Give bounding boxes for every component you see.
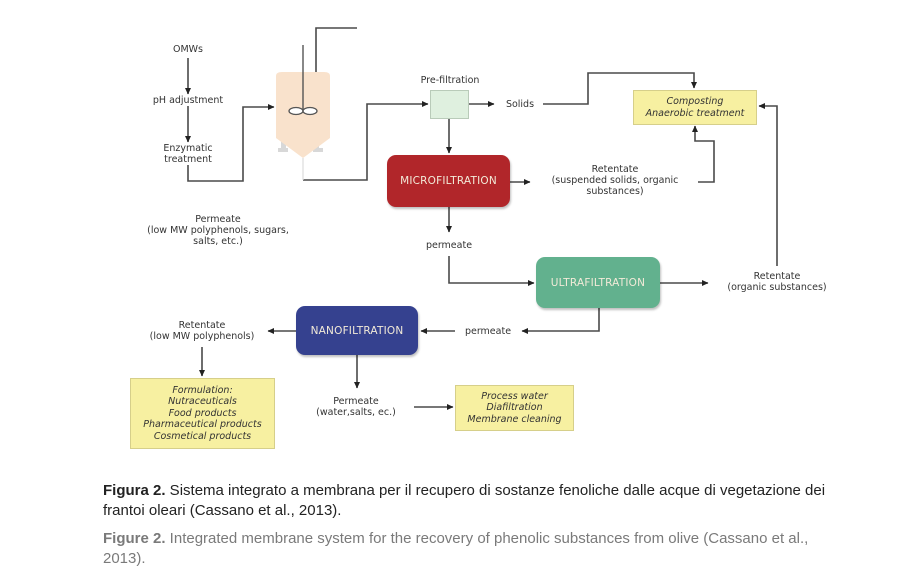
arrow-enzymatic-to-tank: [187, 104, 275, 182]
label-prefiltration: Pre-filtration: [420, 75, 480, 86]
label-side-permeate: Permeate (low MW polyphenols, sugars, sa…: [147, 214, 289, 247]
formulation-box: Formulation: Nutraceuticals Food product…: [130, 378, 275, 449]
arrow-uf-retentate-to-composting: [758, 103, 778, 266]
caption-english-label: Figure 2.: [103, 530, 166, 547]
prefiltration-unit: [430, 90, 469, 119]
caption-italian-text: Sistema integrato a membrana per il recu…: [103, 482, 826, 519]
stirred-tank-icon: [276, 45, 330, 180]
arrow-uf-to-permeate: [521, 308, 600, 334]
arrow-permeate-to-uf: [448, 256, 535, 286]
label-nf-retentate: Retentate (low MW polyphenols): [149, 320, 255, 342]
label-ph-adjustment: pH adjustment: [152, 95, 224, 106]
arrow-mf-retentate-to-composting: [692, 125, 715, 183]
label-uf-permeate: permeate: [464, 326, 512, 337]
caption-italian: Figura 2. Sistema integrato a membrana p…: [103, 481, 843, 521]
nanofiltration-unit: NANOFILTRATION: [296, 306, 418, 355]
ultrafiltration-unit: ULTRAFILTRATION: [536, 257, 660, 308]
label-omws: OMWs: [172, 44, 204, 55]
caption-english: Figure 2. Integrated membrane system for…: [103, 529, 843, 569]
label-mf-permeate: permeate: [425, 240, 473, 251]
label-uf-retentate: Retentate (organic substances): [727, 271, 827, 293]
microfiltration-unit: MICROFILTRATION: [387, 155, 510, 207]
arrow-feed-into-tank: [313, 27, 357, 87]
composting-box: Composting Anaerobic treatment: [633, 90, 757, 125]
process-water-box: Process water Diafiltration Membrane cle…: [455, 385, 574, 431]
arrow-solids-to-composting: [543, 72, 697, 105]
label-enzymatic-treatment: Enzymatic treatment: [163, 143, 213, 165]
membrane-process-diagram: OMWs pH adjustment Enzymatic treatment P…: [130, 27, 827, 449]
caption-english-text: Integrated membrane system for the recov…: [103, 530, 809, 567]
connector-layer: [185, 27, 778, 410]
label-nf-permeate: Permeate (water,salts, ec.): [316, 396, 396, 418]
label-solids: Solids: [505, 99, 535, 110]
label-mf-retentate: Retentate (suspended solids, organic sub…: [551, 164, 679, 197]
caption-italian-label: Figura 2.: [103, 482, 166, 499]
arrow-tank-to-prefiltration: [303, 101, 429, 181]
